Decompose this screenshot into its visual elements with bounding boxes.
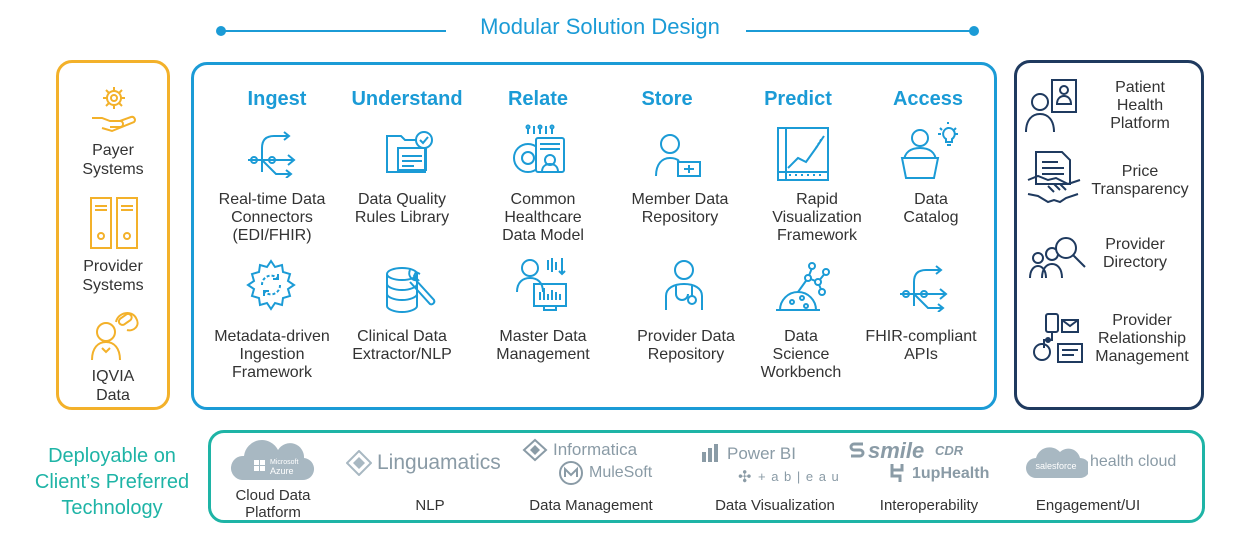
people-search-icon <box>1029 237 1086 279</box>
oneup-health-icon <box>890 464 904 482</box>
patient-tablet-icon <box>1025 79 1077 133</box>
doctor-stethoscope-icon <box>665 260 703 310</box>
linguamatics-diamond-icon <box>346 450 372 476</box>
person-monitor-icon <box>516 258 567 311</box>
mulesoft-logo-text: MuleSoft <box>589 464 653 481</box>
smile-logo-text: smile <box>868 438 925 463</box>
health-cloud-logo-text: health cloud <box>1090 453 1177 470</box>
title-right-dot <box>969 26 979 36</box>
database-wrench-icon <box>386 267 436 314</box>
salesforce-cloud-logo: salesforce <box>1026 447 1088 478</box>
trend-chart-icon <box>777 127 829 181</box>
device-envelope-icon <box>1033 313 1083 363</box>
fhir-api-icon <box>900 265 948 312</box>
tech-caption-data-management: Data Management <box>529 497 653 514</box>
data-model-gear-icon <box>513 124 565 173</box>
tableau-logo-text: + a b | e a u <box>758 469 840 484</box>
salesforce-logo-text: salesforce <box>1035 461 1076 471</box>
header-ingest: Ingest <box>247 88 307 110</box>
patient-pill-icon <box>91 312 139 361</box>
tech-caption-data-visualization: Data Visualization <box>715 497 835 514</box>
header-understand: Understand <box>351 88 463 110</box>
handshake-document-icon <box>1027 151 1081 204</box>
data-sources-panel <box>56 60 170 410</box>
azure-cloud-logo: Microsoft Azure <box>230 440 315 481</box>
capabilities-panel <box>191 62 997 410</box>
informatica-icon <box>522 438 548 462</box>
tech-caption-interoperability: Interoperability <box>879 497 979 514</box>
science-network-icon <box>776 262 830 311</box>
power-bi-logo-text: Power BI <box>727 444 796 463</box>
azure-logo-text-azure: Azure <box>270 466 294 476</box>
tableau-plus-icon: ✣ <box>738 469 752 486</box>
technology-panel <box>208 430 1205 523</box>
header-store: Store <box>641 88 693 110</box>
cdr-logo-text: CDR <box>935 443 964 458</box>
header-predict: Predict <box>764 88 832 110</box>
azure-logo-text-microsoft: Microsoft <box>270 459 298 466</box>
title-left-rule <box>220 30 446 32</box>
oneup-health-logo-text: 1upHealth <box>912 465 990 482</box>
gear-hand-icon <box>92 87 136 133</box>
header-relate: Relate <box>507 88 569 110</box>
smile-s-icon <box>849 442 865 458</box>
person-laptop-idea-icon <box>900 122 958 179</box>
data-connector-icon <box>248 131 296 178</box>
member-card-icon <box>655 134 701 177</box>
title-right-rule <box>746 30 974 32</box>
header-access: Access <box>892 88 964 110</box>
tech-caption-engagement-ui: Engagement/UI <box>1035 497 1141 514</box>
filing-cabinet-icon <box>90 197 138 249</box>
applications-panel <box>1014 60 1204 410</box>
tech-caption-nlp: NLP <box>415 497 445 514</box>
folder-check-icon <box>386 131 433 173</box>
linguamatics-logo-text: Linguamatics <box>377 451 501 474</box>
power-bi-icon <box>702 444 718 462</box>
informatica-logo-text: Informatica <box>553 440 638 459</box>
page-title: Modular Solution Design <box>480 14 720 39</box>
mulesoft-icon <box>559 461 583 485</box>
gear-refresh-icon <box>246 259 296 311</box>
